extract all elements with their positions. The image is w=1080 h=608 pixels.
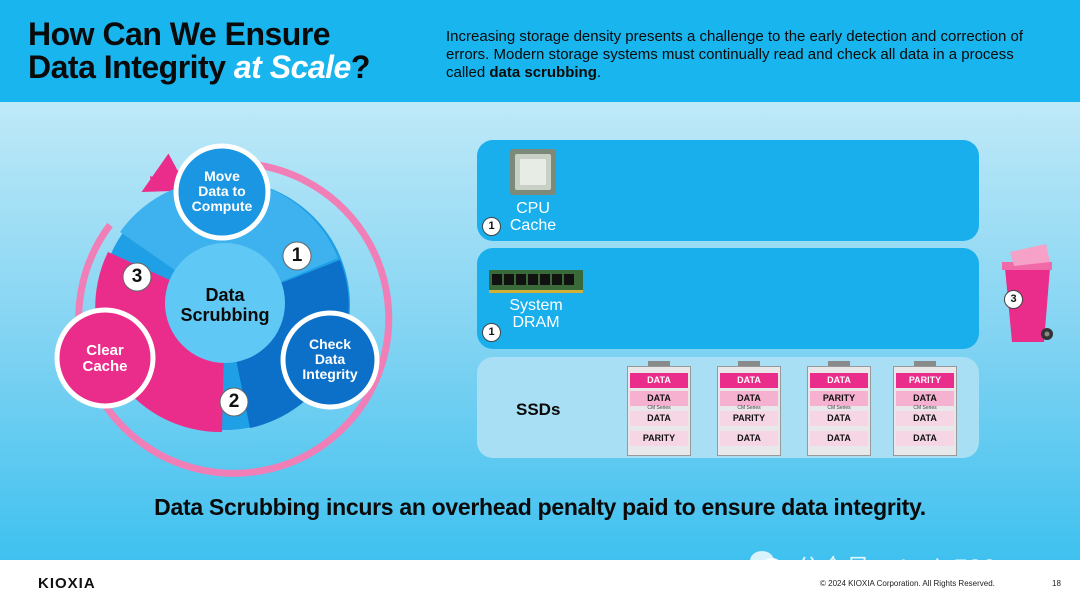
- trash-bin-icon: [1002, 244, 1053, 342]
- cpu-cache-label: CPU Cache: [498, 200, 568, 234]
- drive-block: DATA: [810, 373, 868, 388]
- step-number-1: 1: [291, 245, 303, 266]
- step-number-2: 2: [228, 391, 240, 412]
- wechat-icon: [750, 551, 782, 574]
- dram-line1: System: [509, 297, 563, 314]
- title-accent: at Scale: [233, 49, 351, 85]
- drive-connector: [914, 361, 936, 366]
- drive-block: DATA: [810, 431, 868, 446]
- step-clear-label: Clear Cache: [62, 343, 148, 375]
- drive-connector: [648, 361, 670, 366]
- title-line-2-prefix: Data Integrity: [28, 49, 234, 85]
- drive-block: PARITY: [720, 411, 778, 426]
- step-move-line3: Compute: [191, 198, 253, 214]
- watermark-text: 公众号 · Andy730: [796, 555, 998, 582]
- intro-text: Increasing storage density presents a ch…: [446, 28, 1024, 81]
- drive-connector: [738, 361, 760, 366]
- step-number-3: 3: [131, 266, 143, 287]
- panel-cpu: [477, 140, 979, 241]
- ssd-drive: DATA DATA DATA PARITY CM Series: [627, 361, 691, 456]
- title-line-2-suffix: ?: [350, 49, 371, 85]
- drive-block: PARITY: [630, 431, 688, 446]
- drive-block: DATA: [896, 431, 954, 446]
- intro-paragraph: Increasing storage density presents a ch…: [446, 28, 1046, 82]
- cpu-line1: CPU: [516, 200, 550, 217]
- step-check-line1: Check: [308, 336, 352, 352]
- cycle-outer-arc-head: [150, 176, 166, 192]
- drive-block: DATA: [896, 391, 954, 406]
- badge-3: [122, 262, 152, 292]
- drive-block: DATA: [720, 391, 778, 406]
- drive-connector: [828, 361, 850, 366]
- dram-line2: DRAM: [512, 314, 560, 331]
- dram-badge: 1: [482, 323, 501, 342]
- drive-block: DATA: [720, 431, 778, 446]
- drive-block: DATA: [630, 411, 688, 426]
- page-title: How Can We Ensure Data Integrity at Scal…: [28, 18, 370, 84]
- page-number: 18: [1052, 579, 1061, 588]
- footer-bar: [0, 560, 1080, 608]
- drive-block: DATA: [810, 411, 868, 426]
- step-check-line2: Data: [314, 351, 346, 367]
- drive-block: DATA: [630, 391, 688, 406]
- center-line1: Data: [205, 285, 245, 305]
- cycle-center-label: Data Scrubbing: [165, 285, 285, 325]
- cycle-sector-move: [120, 179, 338, 305]
- panel-dram: [477, 248, 979, 349]
- node-check: [280, 310, 380, 410]
- drive-block: DATA: [630, 373, 688, 388]
- step-check-line3: Integrity: [302, 366, 358, 382]
- cpu-chip-icon: [510, 149, 556, 195]
- drive-series-label: CM Series: [647, 405, 671, 411]
- cpu-badge: 1: [482, 217, 501, 236]
- intro-bold: data scrubbing: [489, 64, 597, 81]
- drive-block: DATA: [720, 373, 778, 388]
- cycle-center: [165, 243, 285, 363]
- drive-block: PARITY: [810, 391, 868, 406]
- drive-series-label: CM Series: [737, 405, 761, 411]
- step-move-label: Move Data to Compute: [180, 169, 264, 214]
- title-line-2: Data Integrity at Scale?: [28, 51, 370, 84]
- copyright-text: © 2024 KIOXIA Corporation. All Rights Re…: [820, 579, 995, 588]
- badge-2: [219, 387, 249, 417]
- ssd-label: SSDs: [516, 400, 561, 419]
- company-logo: KIOXIA: [38, 575, 96, 592]
- drive-block: DATA: [896, 411, 954, 426]
- title-line-1: How Can We Ensure: [28, 16, 331, 52]
- drive-series-label: CM Series: [827, 405, 851, 411]
- drive-block: PARITY: [896, 373, 954, 388]
- node-clear: [54, 307, 156, 409]
- ram-stick-icon: [489, 270, 583, 293]
- bottom-message: Data Scrubbing incurs an overhead penalt…: [154, 494, 926, 520]
- header-bar: [0, 0, 1080, 102]
- badge-1: [282, 241, 312, 271]
- cpu-line2: Cache: [509, 217, 557, 234]
- drive-series-label: CM Series: [913, 405, 937, 411]
- dram-label: System DRAM: [498, 297, 574, 331]
- step-clear-line1: Clear: [86, 342, 124, 359]
- step-clear-line2: Cache: [82, 358, 128, 375]
- node-move: [173, 143, 271, 241]
- step-move-line2: Data to: [198, 183, 246, 199]
- center-line2: Scrubbing: [180, 305, 270, 325]
- step-check-label: Check Data Integrity: [288, 337, 372, 382]
- intro-end: .: [596, 64, 602, 81]
- trash-badge: 3: [1004, 290, 1023, 309]
- step-move-line1: Move: [204, 168, 240, 184]
